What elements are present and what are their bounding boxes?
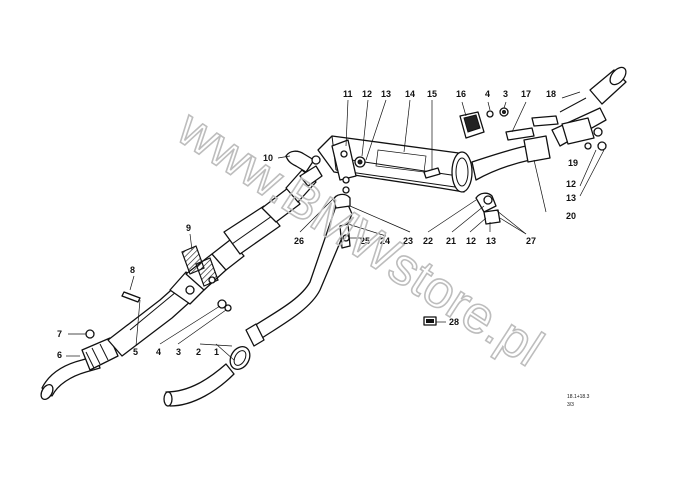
hanger-bracket-part-10 [285, 150, 323, 187]
hanger-part-16 [459, 107, 509, 139]
label-5: 5 [133, 347, 138, 357]
label-20: 20 [566, 211, 576, 221]
sheet-number: 3/3 [567, 402, 574, 408]
label-26: 26 [294, 236, 304, 246]
label-17: 17 [521, 89, 531, 99]
legend-part-28: 28 [423, 316, 459, 327]
label-8: 8 [130, 265, 135, 275]
label-4: 4 [156, 347, 161, 357]
label-13-lower: 13 [486, 236, 496, 246]
label-12: 12 [362, 89, 372, 99]
label-12-lower: 12 [466, 236, 476, 246]
label-25: 25 [360, 236, 370, 246]
front-pipe-assembly [40, 253, 227, 401]
label-14: 14 [405, 89, 415, 99]
label-18: 18 [546, 89, 556, 99]
label-1: 1 [214, 347, 219, 357]
label-10: 10 [263, 153, 273, 163]
flange-clamp-part-9 [181, 245, 219, 295]
label-24: 24 [380, 236, 390, 246]
label-16: 16 [456, 89, 466, 99]
intermediate-pipe [245, 176, 353, 347]
label-21: 21 [446, 236, 456, 246]
label-9: 9 [186, 223, 191, 233]
label-15: 15 [427, 89, 437, 99]
label-11: 11 [343, 89, 353, 99]
label-2: 2 [196, 347, 201, 357]
label-27: 27 [526, 236, 536, 246]
leader-lines [66, 91, 605, 361]
label-4-upper: 4 [485, 89, 490, 99]
label-7: 7 [57, 329, 62, 339]
label-3: 3 [176, 347, 181, 357]
clamp-part-19 [505, 115, 607, 151]
label-3-upper: 3 [503, 89, 508, 99]
label-12-right: 12 [566, 179, 576, 189]
front-pipe-parts-1-2 [163, 346, 251, 407]
ref-code: 18.1+18.3 [567, 394, 590, 400]
silencer-bracket-parts-11-13 [331, 139, 366, 181]
label-22: 22 [423, 236, 433, 246]
label-13-right: 13 [566, 193, 576, 203]
label-23: 23 [403, 236, 413, 246]
legend-label: 28 [449, 317, 459, 327]
reference-code: 18.1+18.3 3/3 [567, 394, 590, 408]
rubber-mounts-part-27 [475, 192, 501, 225]
label-6: 6 [57, 350, 62, 360]
label-13: 13 [381, 89, 391, 99]
label-19: 19 [568, 158, 578, 168]
part-labels: 1 2 3 4 5 6 7 8 9 10 11 12 13 14 15 16 4… [57, 89, 578, 360]
